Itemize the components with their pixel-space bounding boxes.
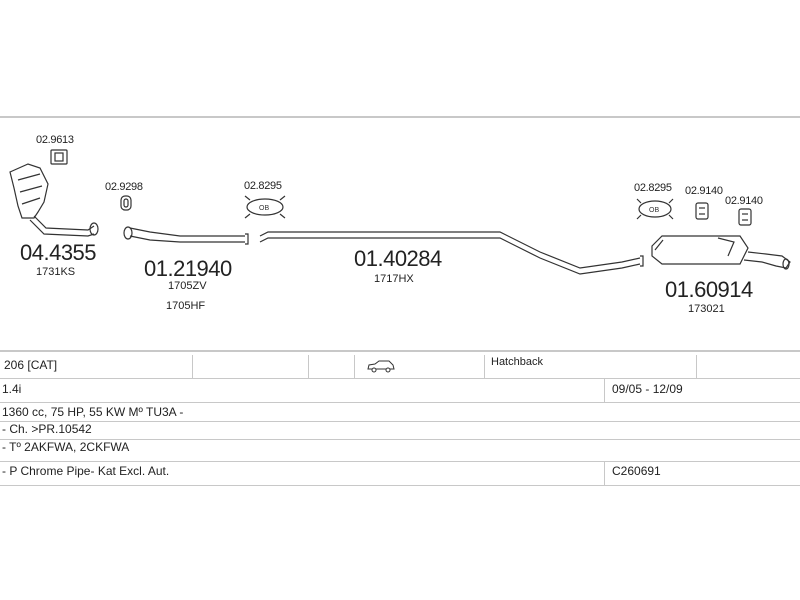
- catalytic-converter-icon: [9, 163, 95, 237]
- col-divider: [354, 355, 355, 378]
- col-divider: [696, 355, 697, 378]
- part-code-02-9613: 02.9613: [36, 134, 74, 146]
- part-code-04-4355: 04.4355: [20, 240, 97, 265]
- vehicle-specs: 1360 cc, 75 HP, 55 KW Mº TU3A -: [2, 405, 184, 419]
- table-row: - P Chrome Pipe- Kat Excl. Aut. C260691: [0, 461, 800, 485]
- vehicle-types: - Tº 2AKFWA, 2CKFWA: [2, 440, 130, 454]
- col-divider: [604, 379, 605, 402]
- table-row: 1360 cc, 75 HP, 55 KW Mº TU3A -: [0, 403, 800, 421]
- part-sub-1717hx: 1717HX: [374, 273, 414, 285]
- top-rule: [0, 116, 800, 118]
- gasket-part-icon: [120, 195, 132, 211]
- car-icon: [366, 359, 396, 376]
- row-divider: [0, 421, 800, 422]
- part-code-01-21940: 01.21940: [144, 256, 232, 281]
- vehicle-ref: C260691: [612, 464, 661, 478]
- exhaust-drawing: OB OB: [9, 149, 791, 275]
- part-code-02-8295-b: 02.8295: [634, 182, 672, 194]
- vehicle-body: Hatchback: [491, 356, 543, 368]
- clamp-middle-icon: OB: [244, 195, 286, 219]
- table-row: 206 [CAT] Hatchback: [0, 355, 800, 378]
- part-sub-173021: 173021: [688, 303, 725, 315]
- table-row: - Ch. >PR.10542: [0, 421, 800, 439]
- mount-2-icon: [738, 208, 752, 226]
- row-divider: [0, 402, 800, 403]
- part-sub-1705hf: 1705HF: [166, 300, 206, 312]
- clamp-part-icon: [50, 149, 68, 165]
- exhaust-diagram: OB OB: [9, 134, 791, 315]
- vehicle-years: 09/05 - 12/09: [612, 382, 683, 396]
- part-code-01-40284: 01.40284: [354, 246, 442, 271]
- row-divider: [0, 439, 800, 440]
- front-pipe-icon: [129, 227, 249, 245]
- table-row: 1.4i 09/05 - 12/09: [0, 379, 800, 402]
- col-divider: [308, 355, 309, 378]
- part-sub-1731ks: 1731KS: [36, 266, 76, 278]
- flange-icon: [89, 222, 133, 240]
- vehicle-chassis: - Ch. >PR.10542: [2, 422, 92, 436]
- vehicle-note: - P Chrome Pipe- Kat Excl. Aut.: [2, 464, 170, 478]
- col-divider: [192, 355, 193, 378]
- part-code-02-9298: 02.9298: [105, 181, 143, 193]
- part-code-02-9140-a: 02.9140: [685, 185, 723, 197]
- col-divider: [484, 355, 485, 378]
- vehicle-model: 206 [CAT]: [4, 358, 58, 372]
- middle-pipe-icon: [259, 231, 644, 275]
- col-divider: [604, 461, 605, 485]
- part-code-02-8295-a: 02.8295: [244, 180, 282, 192]
- table-row: - Tº 2AKFWA, 2CKFWA: [0, 439, 800, 461]
- vehicle-engine: 1.4i: [2, 382, 22, 396]
- row-divider: [0, 461, 800, 462]
- rear-silencer-icon: [651, 235, 791, 270]
- svg-text:OB: OB: [649, 207, 659, 214]
- part-code-02-9140-b: 02.9140: [725, 195, 763, 207]
- svg-text:OB: OB: [259, 205, 269, 212]
- part-sub-1705zv: 1705ZV: [168, 280, 207, 292]
- part-code-01-60914: 01.60914: [665, 277, 753, 302]
- mount-1-icon: [695, 202, 709, 220]
- row-divider: [0, 485, 800, 486]
- separator-rule: [0, 350, 800, 352]
- clamp-rear-icon: OB: [636, 198, 674, 220]
- row-divider: [0, 378, 800, 379]
